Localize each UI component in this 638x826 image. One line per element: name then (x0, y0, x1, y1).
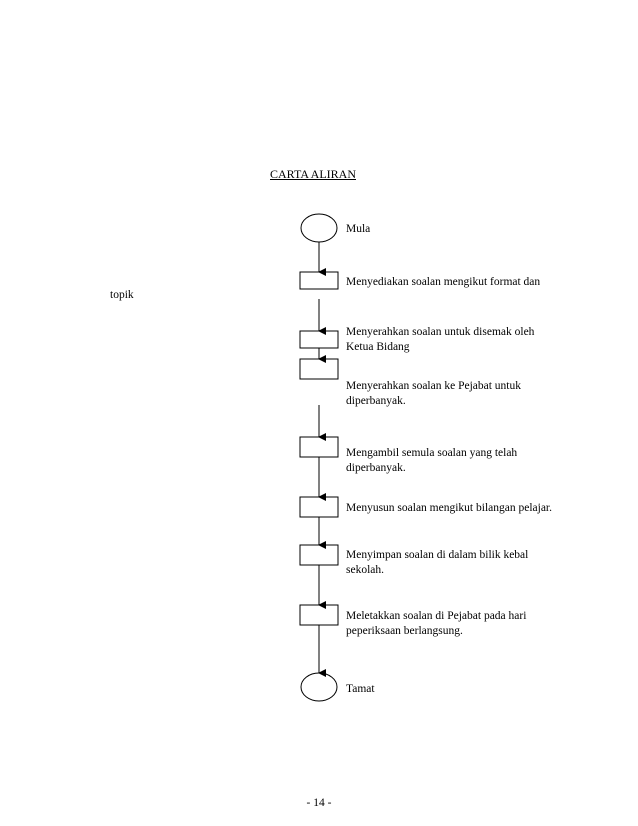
step-label-end: Tamat (346, 683, 375, 695)
process-box (299, 330, 339, 349)
step-label-3: Menyerahkan soalan ke Pejabat untuk dipe… (346, 380, 521, 407)
step-label-7: Meletakkan soalan di Pejabat pada hari p… (346, 610, 527, 637)
step-label-4: Mengambil semula soalan yang telah diper… (346, 447, 518, 474)
start-terminator (300, 213, 338, 243)
step-label-6: Menyimpan soalan di dalam bilik kebal se… (346, 549, 529, 576)
process-box (299, 271, 339, 290)
end-terminator (300, 672, 338, 702)
side-note: topik (110, 289, 134, 301)
step-label-1: Menyediakan soalan mengikut format dan (346, 276, 541, 288)
step-label-2: Menyerahkan soalan untuk disemak oleh Ke… (346, 326, 535, 353)
process-box (299, 544, 339, 566)
page-number: - 14 - (306, 797, 332, 809)
process-box (299, 358, 339, 380)
process-box (299, 436, 339, 458)
process-box (299, 604, 339, 626)
process-box (299, 496, 339, 518)
step-label-start: Mula (346, 223, 371, 235)
step-label-5: Menyusun soalan mengikut bilangan pelaja… (346, 502, 552, 514)
flowchart-title: CARTA ALIRAN (270, 167, 356, 181)
